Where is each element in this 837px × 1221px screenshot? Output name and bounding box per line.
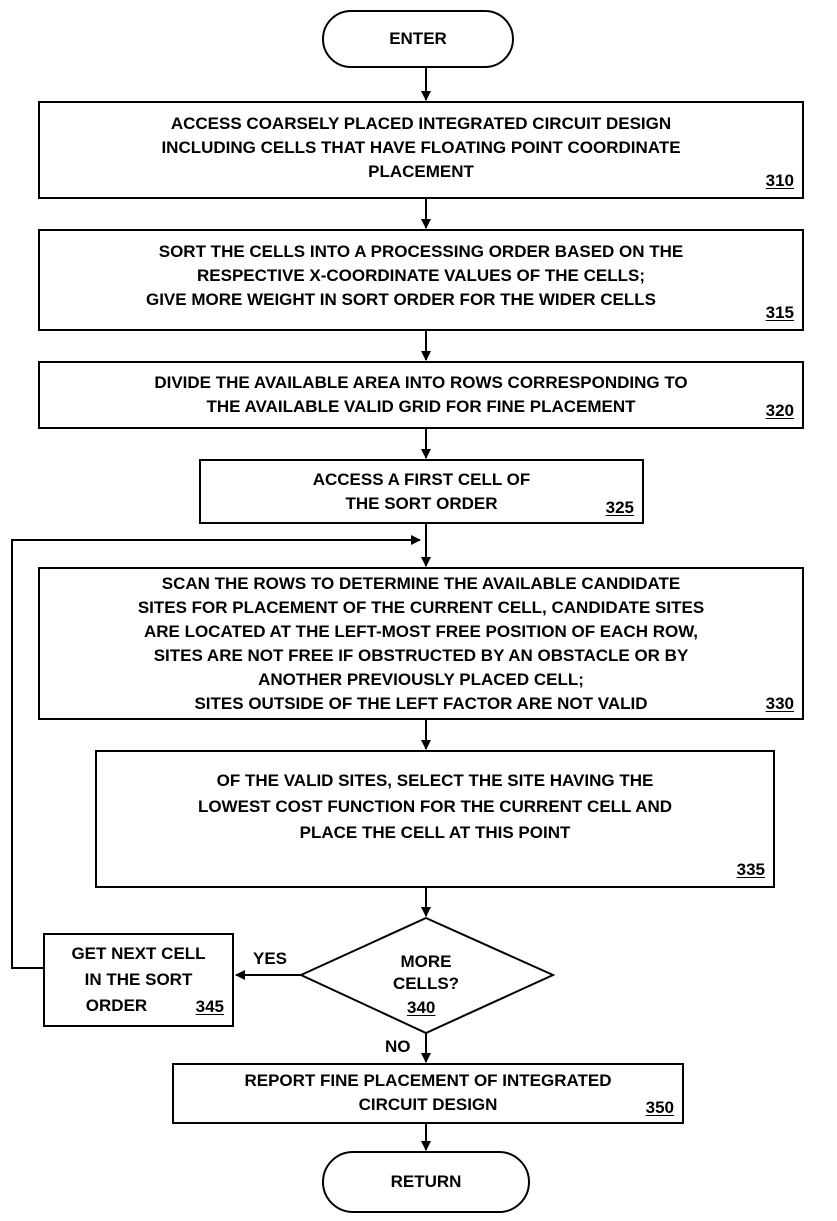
step-345-ref: 345 [195,997,224,1016]
step-320-line: DIVIDE THE AVAILABLE AREA INTO ROWS CORR… [154,373,688,392]
decision-340-text: MORE CELLS? [366,951,486,995]
step-330-line: SITES OUTSIDE OF THE LEFT FACTOR ARE NOT… [194,694,648,713]
step-320-text: DIVIDE THE AVAILABLE AREA INTO ROWS CORR… [48,371,794,419]
step-320-line: THE AVAILABLE VALID GRID FOR FINE PLACEM… [206,397,636,416]
step-330-line: SCAN THE ROWS TO DETERMINE THE AVAILABLE… [161,574,681,593]
step-350-box: REPORT FINE PLACEMENT OF INTEGRATED CIRC… [172,1063,684,1124]
step-330-box: SCAN THE ROWS TO DETERMINE THE AVAILABLE… [38,567,804,720]
yes-label: YES [253,949,288,968]
loop-back-line [11,535,421,969]
step-345-text: GET NEXT CELL IN THE SORT ORDER [49,941,228,1019]
step-330-line: ARE LOCATED AT THE LEFT-MOST FREE POSITI… [143,622,699,641]
step-315-ref: 315 [765,303,794,322]
step-310-line: ACCESS COARSELY PLACED INTEGRATED CIRCUI… [170,114,672,133]
step-330-line: SITES ARE NOT FREE IF OBSTRUCTED BY AN O… [153,646,689,665]
step-330-line: SITES FOR PLACEMENT OF THE CURRENT CELL,… [137,598,705,617]
step-345-line: ORDER [85,996,148,1015]
step-310-box: ACCESS COARSELY PLACED INTEGRATED CIRCUI… [38,101,804,199]
step-325-text: ACCESS A FIRST CELL OF THE SORT ORDER [209,468,634,516]
step-345-box: GET NEXT CELL IN THE SORT ORDER 345 [43,933,234,1027]
step-350-ref: 350 [645,1098,674,1117]
step-320-ref: 320 [765,401,794,420]
decision-diamond-340 [298,916,556,1035]
step-330-line: ANOTHER PREVIOUSLY PLACED CELL; [258,670,584,689]
step-325-ref: 325 [605,498,634,517]
step-315-line: RESPECTIVE X-COORDINATE VALUES OF THE CE… [196,266,645,285]
step-335-box: OF THE VALID SITES, SELECT THE SITE HAVI… [95,750,775,888]
step-315-line: SORT THE CELLS INTO A PROCESSING ORDER B… [158,242,684,261]
step-330-ref: 330 [765,694,794,713]
step-325-box: ACCESS A FIRST CELL OF THE SORT ORDER 32… [199,459,644,524]
step-335-line: OF THE VALID SITES, SELECT THE SITE HAVI… [216,771,654,790]
start-label: ENTER [389,29,447,48]
step-320-box: DIVIDE THE AVAILABLE AREA INTO ROWS CORR… [38,361,804,429]
step-335-line: PLACE THE CELL AT THIS POINT [299,823,571,842]
step-335-line: LOWEST COST FUNCTION FOR THE CURRENT CEL… [197,797,673,816]
step-310-text: ACCESS COARSELY PLACED INTEGRATED CIRCUI… [48,112,794,184]
step-310-ref: 310 [765,171,794,190]
no-label: NO [385,1037,411,1056]
step-330-text: SCAN THE ROWS TO DETERMINE THE AVAILABLE… [48,572,794,716]
step-315-box: SORT THE CELLS INTO A PROCESSING ORDER B… [38,229,804,331]
step-335-ref: 335 [736,860,765,879]
start-terminal: ENTER [322,10,514,68]
decision-340-ref: 340 [407,998,436,1017]
decision-line: CELLS? [392,974,460,993]
decision-line: MORE [400,952,452,971]
step-310-line: PLACEMENT [368,162,474,181]
step-335-text: OF THE VALID SITES, SELECT THE SITE HAVI… [105,768,765,846]
step-345-line: IN THE SORT [84,970,193,989]
step-350-text: REPORT FINE PLACEMENT OF INTEGRATED CIRC… [182,1069,674,1117]
step-310-line: INCLUDING CELLS THAT HAVE FLOATING POINT… [161,138,681,157]
step-315-line: GIVE MORE WEIGHT IN SORT ORDER FOR THE W… [145,290,656,309]
step-315-text: SORT THE CELLS INTO A PROCESSING ORDER B… [48,240,794,312]
end-label: RETURN [390,1172,462,1191]
end-terminal: RETURN [322,1151,530,1213]
step-345-line: GET NEXT CELL [71,944,206,963]
step-325-line: ACCESS A FIRST CELL OF [312,470,531,489]
step-350-line: REPORT FINE PLACEMENT OF INTEGRATED [244,1071,612,1090]
step-350-line: CIRCUIT DESIGN [358,1095,498,1114]
step-325-line: THE SORT ORDER [345,494,498,513]
